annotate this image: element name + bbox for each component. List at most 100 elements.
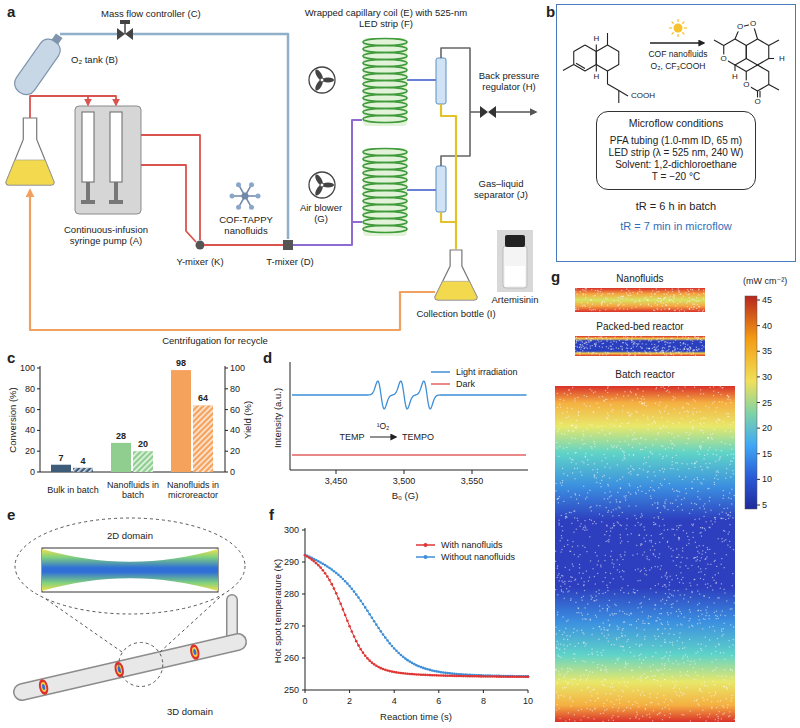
particle bbox=[574, 493, 575, 494]
particle bbox=[720, 700, 721, 701]
particle bbox=[611, 346, 612, 347]
particle bbox=[728, 413, 729, 414]
temperature-point bbox=[449, 674, 452, 677]
particle bbox=[658, 713, 659, 714]
particle bbox=[615, 508, 616, 509]
particle bbox=[593, 392, 594, 393]
temperature-point bbox=[328, 567, 331, 570]
particle bbox=[703, 423, 704, 424]
particle bbox=[594, 343, 595, 344]
particle bbox=[561, 552, 562, 553]
particle bbox=[654, 420, 655, 421]
particle bbox=[699, 688, 700, 689]
particle bbox=[617, 626, 618, 627]
temperature-point bbox=[348, 585, 351, 588]
particle bbox=[582, 461, 583, 462]
particle bbox=[620, 302, 621, 303]
particle bbox=[730, 460, 731, 461]
particle bbox=[705, 568, 706, 569]
particle bbox=[638, 535, 639, 536]
particle bbox=[580, 291, 581, 292]
axis-tick bbox=[394, 690, 395, 693]
particle bbox=[628, 352, 629, 353]
particle bbox=[641, 292, 642, 293]
temperature-point bbox=[310, 558, 313, 561]
particle bbox=[584, 530, 585, 531]
temperature-point bbox=[449, 672, 452, 675]
particle bbox=[579, 354, 580, 355]
particle bbox=[671, 595, 672, 596]
particle bbox=[621, 540, 622, 541]
particle bbox=[617, 492, 618, 493]
coil-turn bbox=[363, 39, 407, 46]
particle bbox=[602, 347, 603, 348]
particle bbox=[631, 613, 632, 614]
particle bbox=[606, 339, 607, 340]
particle bbox=[655, 302, 656, 303]
particle bbox=[596, 555, 597, 556]
particle bbox=[680, 594, 681, 595]
particle bbox=[635, 352, 636, 353]
chain-bond bbox=[769, 58, 774, 59]
particle bbox=[610, 404, 611, 405]
particle bbox=[627, 663, 628, 664]
particle bbox=[606, 638, 607, 639]
particle bbox=[564, 648, 565, 649]
particle bbox=[601, 303, 602, 304]
particle bbox=[607, 413, 608, 414]
particle bbox=[591, 425, 592, 426]
particle bbox=[567, 620, 568, 621]
particle bbox=[634, 343, 635, 344]
particle bbox=[661, 417, 662, 418]
particle bbox=[715, 574, 716, 575]
temperature-point bbox=[351, 630, 354, 633]
particle bbox=[684, 693, 685, 694]
particle bbox=[599, 397, 600, 398]
particle bbox=[647, 429, 648, 430]
particle bbox=[694, 503, 695, 504]
particle bbox=[627, 518, 628, 519]
particle bbox=[588, 580, 589, 581]
particle bbox=[691, 565, 692, 566]
particle bbox=[672, 443, 673, 444]
particle bbox=[620, 297, 621, 298]
temperature-point bbox=[330, 568, 333, 571]
led-strip bbox=[363, 38, 407, 126]
particle bbox=[679, 688, 680, 689]
particle bbox=[567, 394, 568, 395]
particle bbox=[722, 714, 723, 715]
particle bbox=[610, 491, 611, 492]
particle bbox=[601, 289, 602, 290]
particle bbox=[617, 569, 618, 570]
particle bbox=[614, 445, 615, 446]
particle bbox=[566, 686, 567, 687]
particle bbox=[602, 593, 603, 594]
particle bbox=[702, 550, 703, 551]
particle bbox=[645, 297, 646, 298]
panel-b-scheme bbox=[563, 19, 779, 103]
temperature-point bbox=[335, 592, 338, 595]
particle bbox=[668, 658, 669, 659]
particle bbox=[696, 504, 697, 505]
particle bbox=[593, 295, 594, 296]
particle bbox=[571, 679, 572, 680]
particle bbox=[572, 701, 573, 702]
temperature-point bbox=[324, 572, 327, 575]
particle bbox=[727, 515, 728, 516]
particle bbox=[644, 623, 645, 624]
particle bbox=[678, 288, 679, 289]
particle bbox=[705, 646, 706, 647]
gas-line bbox=[132, 34, 288, 239]
temperature-point bbox=[431, 674, 434, 677]
temperature-point bbox=[380, 630, 383, 633]
particle bbox=[674, 491, 675, 492]
cross-section bbox=[117, 666, 121, 673]
particle bbox=[656, 308, 657, 309]
cof-node bbox=[236, 182, 241, 187]
gas-liquid-separator bbox=[436, 166, 446, 212]
temperature-point bbox=[435, 674, 438, 677]
particle bbox=[718, 572, 719, 573]
particle bbox=[596, 342, 597, 343]
y-mixer bbox=[196, 241, 205, 250]
axis-tick bbox=[483, 690, 484, 693]
